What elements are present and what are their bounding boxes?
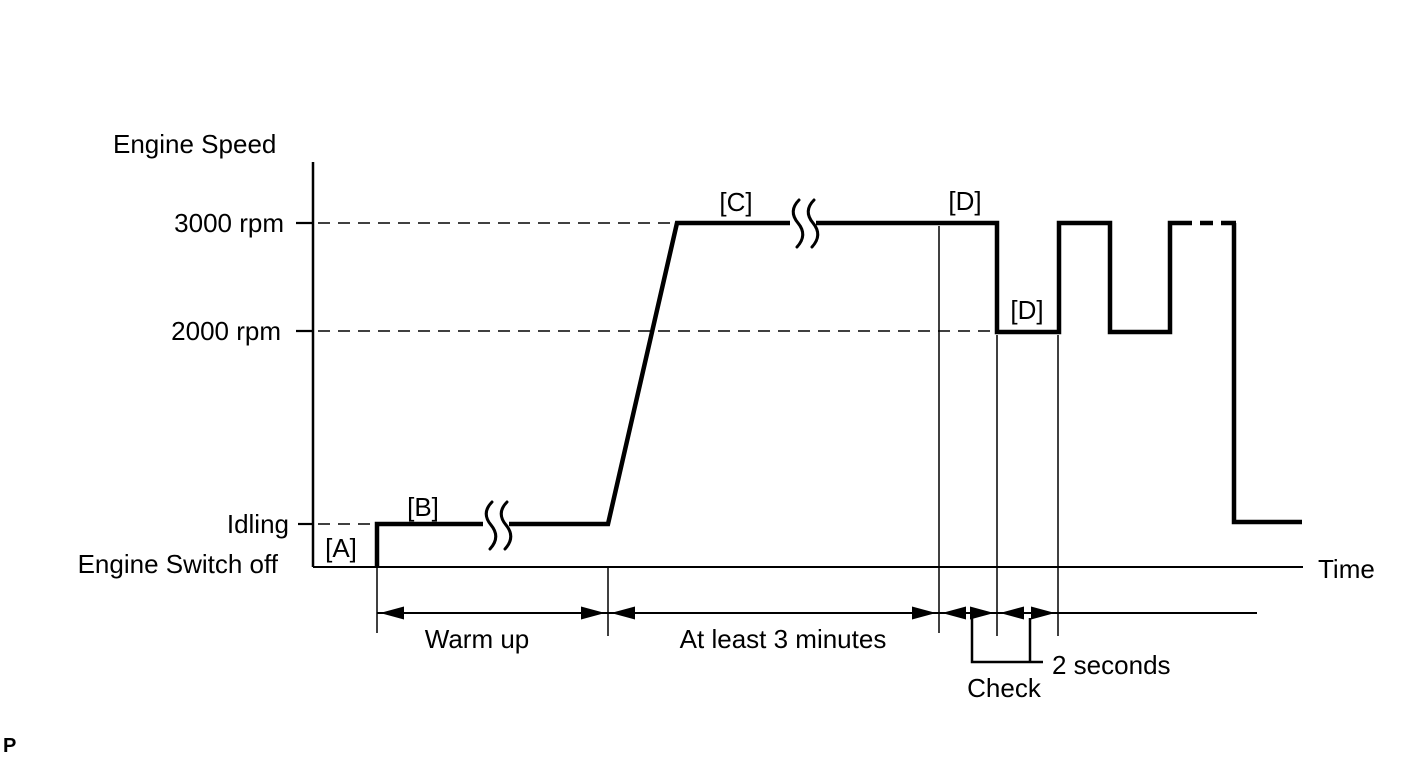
point-label-d-low: [D]: [1010, 295, 1043, 325]
dimension-line-group: [377, 606, 1257, 664]
annotation-at-least-3-minutes: At least 3 minutes: [680, 624, 887, 654]
point-label-c: [C]: [719, 187, 752, 217]
reference-gridlines: [318, 222, 993, 525]
point-label-d-high: [D]: [948, 186, 981, 216]
level-label-2000rpm: 2000 rpm: [171, 316, 281, 346]
level-label-engine-switch-off: Engine Switch off: [78, 549, 279, 579]
level-label-idling: Idling: [227, 509, 289, 539]
waveform-ramp-to-3000: [509, 220, 790, 527]
annotation-warm-up: Warm up: [425, 624, 530, 654]
y-axis-title: Engine Speed: [113, 129, 276, 159]
waveform-return-to-idle: [1231, 223, 1302, 525]
break-mark-3000-2: [806, 198, 820, 249]
dimension-extension-lines: [376, 226, 1059, 636]
arrowhead-right-3min: [912, 606, 936, 620]
arrowhead-right-warmup: [581, 606, 605, 620]
engine-speed-waveform: [374, 220, 1302, 567]
waveform-check-pulses: [816, 220, 1192, 335]
break-mark-idle-2: [499, 500, 513, 551]
level-label-3000rpm: 3000 rpm: [174, 208, 284, 238]
arrowhead-right-2sec-b: [1031, 606, 1055, 620]
annotation-2-seconds: 2 seconds: [1052, 650, 1171, 680]
check-bracket: [970, 618, 1043, 664]
point-label-b: [B]: [407, 492, 439, 522]
arrowhead-left-3min: [611, 606, 635, 620]
arrowhead-left-2sec-b: [1000, 606, 1024, 620]
point-label-a: [A]: [325, 533, 357, 563]
dimension-arrowheads: [380, 606, 1055, 620]
axes: [296, 162, 1303, 568]
arrowhead-left-2sec-a: [942, 606, 966, 620]
x-axis-title: Time: [1318, 554, 1375, 584]
arrowhead-left-warmup: [380, 606, 404, 620]
time-break-marks: [484, 198, 820, 551]
arrowhead-right-2sec-a: [970, 606, 994, 620]
break-mark-3000-1: [791, 198, 805, 249]
waveform-start-idle: [374, 521, 483, 567]
annotation-check: Check: [967, 673, 1042, 703]
break-mark-idle-1: [484, 500, 498, 551]
page-marker: P: [3, 735, 16, 757]
